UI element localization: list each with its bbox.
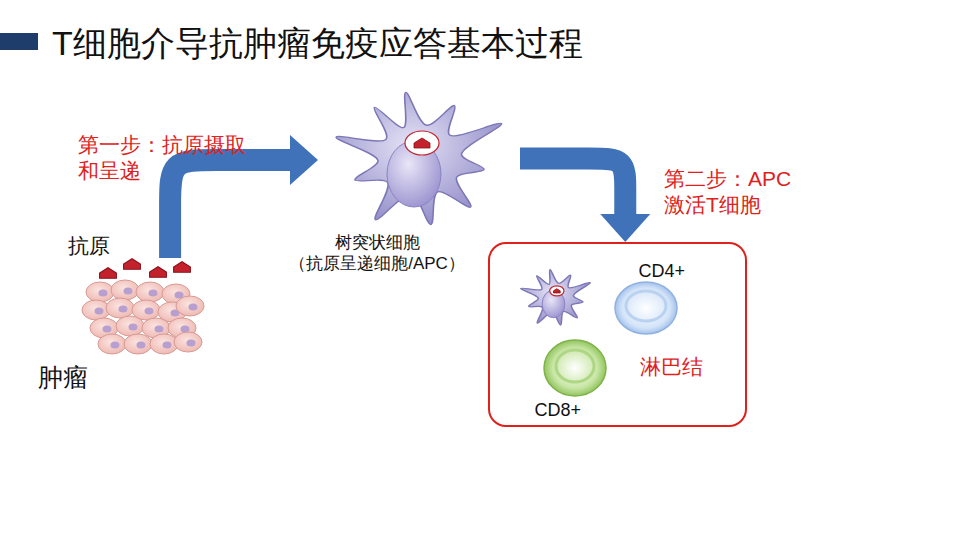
cell-node: 树突状细胞 （抗原呈递细胞/APC）	[318, 85, 520, 235]
region-box: 淋巴结CD4+CD8+	[488, 242, 747, 427]
cd4-cell	[615, 282, 677, 334]
tumor-cells	[82, 280, 204, 354]
node-label: CD4+	[639, 260, 686, 283]
small-dendritic-cell	[521, 270, 591, 325]
antigen-label: 抗原	[68, 233, 110, 259]
node-label: 肿瘤	[38, 362, 88, 393]
arrow-shaft	[520, 159, 625, 217]
step-arrow	[520, 159, 650, 243]
cell-node: CD8+	[545, 340, 605, 396]
node-label: 淋巴结	[640, 354, 703, 380]
arrow-shaft	[170, 160, 292, 258]
arrow-head	[600, 214, 650, 242]
antigens	[100, 259, 191, 279]
cell-node: 肿瘤	[85, 258, 200, 358]
step-label: 第二步：APC 激活T细胞	[664, 166, 814, 219]
title-bar	[0, 33, 38, 50]
node-label: CD8+	[535, 399, 582, 422]
cd8-cell	[544, 340, 606, 396]
title: T细胞介导抗肿瘤免疫应答基本过程	[52, 23, 583, 64]
cell-node: CD4+	[615, 282, 677, 334]
arrow-head	[290, 135, 318, 185]
step-label: 第一步：抗原摄取和呈递	[78, 132, 250, 185]
node-label: 树突状细胞 （抗原呈递细胞/APC）	[266, 232, 488, 275]
dendritic-cell	[336, 92, 502, 224]
